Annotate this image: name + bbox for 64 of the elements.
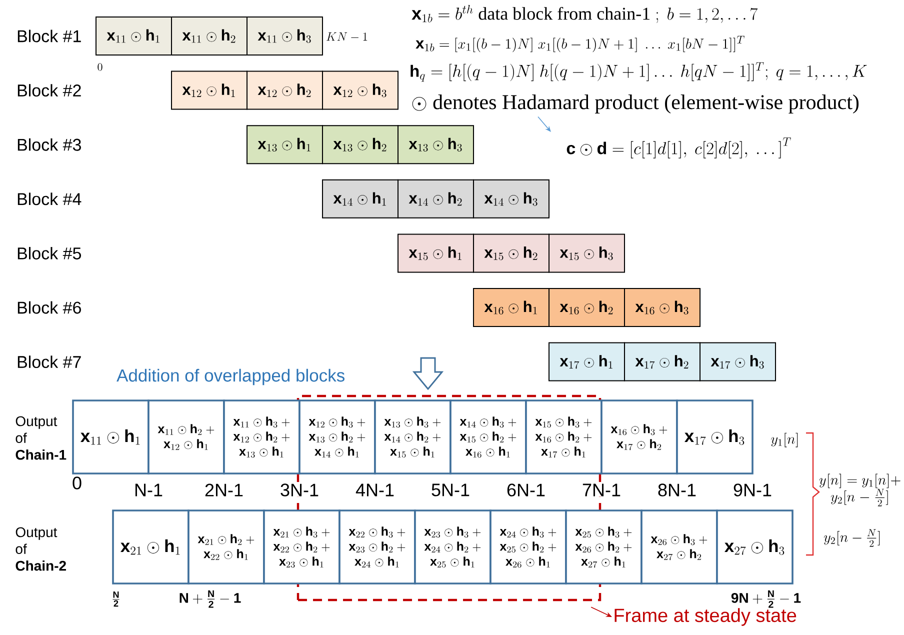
output-cell: $\mathbf{x}_{21}\odot\mathbf{h}_{3}+\mathbf{x}_{22}\odot\mathbf{h}_{2}+\mathbf{x}_{23}\odot\mathbf{h}_{1}$ xyxy=(263,510,340,584)
block-cell: $\mathbf{x}_{15}\odot\mathbf{h}_{2}$ xyxy=(473,234,550,273)
block-cell: $\mathbf{x}_{17}\odot\mathbf{h}_{1}$ xyxy=(548,342,625,382)
block-cell: $\mathbf{x}_{17}\odot\mathbf{h}_{2}$ xyxy=(624,342,700,382)
output-cell: $\mathbf{x}_{27}\odot\mathbf{h}_{3}$ xyxy=(716,510,794,584)
tick-label: 7N-1 xyxy=(582,483,622,497)
definition-formula: $\mathbf{h}_{q}=[h[(q-1)N]\ h[(q-1)N+1]\dots\ h[qN-1]]^{T};\ q=1,\dots,K$ xyxy=(410,62,867,82)
block-cell: $\mathbf{x}_{15}\odot\mathbf{h}_{1}$ xyxy=(398,234,474,273)
output-cell: $\mathbf{x}_{11}\odot\mathbf{h}_{1}$ xyxy=(72,400,150,474)
block-cell: $\mathbf{x}_{16}\odot\mathbf{h}_{2}$ xyxy=(548,288,625,327)
block-cell: $\mathbf{x}_{17}\odot\mathbf{h}_{3}$ xyxy=(700,342,776,382)
block-cell: $\mathbf{x}_{12}\odot\mathbf{h}_{2}$ xyxy=(246,70,323,110)
row-label: Output of Chain-2 xyxy=(16,527,66,571)
block-cell: $\mathbf{x}_{11}\odot\mathbf{h}_{3}$ xyxy=(246,16,323,56)
block-cell: $\mathbf{x}_{12}\odot\mathbf{h}_{1}$ xyxy=(171,70,248,110)
output-cell: $\mathbf{x}_{25}\odot\mathbf{h}_{3}+\mathbf{x}_{26}\odot\mathbf{h}_{2}+\mathbf{x}_{27}\odot\mathbf{h}_{1}$ xyxy=(565,510,642,584)
block-cell: $\mathbf{x}_{14}\odot\mathbf{h}_{1}$ xyxy=(322,179,398,218)
definition-text: $\odot\text{ denotes Hadamard product (element-wise product)}$ xyxy=(412,94,859,114)
example-formula: $\mathbf{c}\odot\mathbf{d}=\left[c[1]d[1],\ c[2]d[2],\ \dots\right]^{T}$ xyxy=(566,138,791,158)
output-cell: $\mathbf{x}_{11}\odot\mathbf{h}_{2}+\mathbf{x}_{12}\odot\mathbf{h}_{1}$ xyxy=(148,400,225,474)
row-label: Block #3 xyxy=(18,138,81,151)
tick-label: $\mathbf{9N}+\frac{\mathbf{N}}{\mathbf{2}}-\mathbf{1}$ xyxy=(731,590,801,608)
tick-label: 5N-1 xyxy=(430,483,471,497)
output-cell: $\mathbf{x}_{17}\odot\mathbf{h}_{3}$ xyxy=(676,400,754,474)
frame-caption: Frame at steady state xyxy=(614,608,796,626)
tick-label: N-1 xyxy=(134,483,164,497)
block-cell: $\mathbf{x}_{13}\odot\mathbf{h}_{2}$ xyxy=(322,125,398,164)
section-heading: Addition of overlapped blocks xyxy=(116,368,344,386)
tick-label: 6N-1 xyxy=(506,483,546,497)
tick-label: 4N-1 xyxy=(355,483,395,497)
tick-label: 8N-1 xyxy=(657,483,698,497)
row-label: Block #4 xyxy=(18,192,82,206)
block-cell: $\mathbf{x}_{16}\odot\mathbf{h}_{3}$ xyxy=(624,288,700,327)
block-cell: $\mathbf{x}_{13}\odot\mathbf{h}_{3}$ xyxy=(398,125,474,164)
signal-label: $y_1[n]$ xyxy=(771,432,798,448)
row-label: Block #5 xyxy=(18,246,81,260)
block-cell: $\mathbf{x}_{12}\odot\mathbf{h}_{3}$ xyxy=(322,70,398,110)
block-cell: $\mathbf{x}_{14}\odot\mathbf{h}_{3}$ xyxy=(473,179,550,218)
output-cell: $\mathbf{x}_{21}\odot\mathbf{h}_{1}$ xyxy=(112,510,190,584)
output-cell: $\mathbf{x}_{26}\odot\mathbf{h}_{3}+\mathbf{x}_{27}\odot\mathbf{h}_{2}$ xyxy=(640,510,718,584)
index-label: $KN-1$ xyxy=(326,32,368,41)
output-cell: $\mathbf{x}_{16}\odot\mathbf{h}_{3}+\mathbf{x}_{17}\odot\mathbf{h}_{2}$ xyxy=(600,400,678,474)
signal-label: $y_2[n-\frac{N}{2}]$ xyxy=(824,529,880,547)
tick-label: 3N-1 xyxy=(280,483,320,497)
block-cell: $\mathbf{x}_{13}\odot\mathbf{h}_{1}$ xyxy=(246,125,323,164)
tick-label: 0 xyxy=(72,476,82,490)
output-cell: $\mathbf{x}_{21}\odot\mathbf{h}_{2}+\mathbf{x}_{22}\odot\mathbf{h}_{1}$ xyxy=(188,510,265,584)
row-label: Block #2 xyxy=(18,84,81,97)
sum-formula: $y[n]=y_1[n]+y_2[n-\frac{N}{2}]$ xyxy=(819,474,900,506)
block-cell: $\mathbf{x}_{11}\odot\mathbf{h}_{1}$ xyxy=(96,16,172,56)
block-cell: $\mathbf{x}_{15}\odot\mathbf{h}_{3}$ xyxy=(548,234,625,273)
tick-label: 2N-1 xyxy=(204,483,244,497)
tick-label: $\mathbf{N}+\frac{\mathbf{N}}{\mathbf{2}}-\mathbf{1}$ xyxy=(180,590,241,608)
row-label: Block #6 xyxy=(18,301,81,314)
index-label: $0$ xyxy=(98,63,102,71)
arrow xyxy=(538,116,551,132)
block-cell: $\mathbf{x}_{11}\odot\mathbf{h}_{2}$ xyxy=(171,16,248,56)
output-cell: $\mathbf{x}_{11}\odot\mathbf{h}_{3}+\mathbf{x}_{12}\odot\mathbf{h}_{2}+\mathbf{x}_{13}\odot\mathbf{h}_{1}$ xyxy=(223,400,300,474)
block-cell: $\mathbf{x}_{14}\odot\mathbf{h}_{2}$ xyxy=(398,179,474,218)
block-cell: $\mathbf{x}_{16}\odot\mathbf{h}_{1}$ xyxy=(473,288,550,327)
tick-label: 9N-1 xyxy=(732,483,773,497)
row-label: Block #7 xyxy=(18,356,81,368)
definition-formula: $\mathbf{x}_{1b}=b^{th}\text{ data block from chain-1 };\ b=1,2,\dots 7$ xyxy=(412,5,758,23)
definition-formula: $\mathbf{x}_{1b}=[x_1[(b-1)N]\ x_1[(b-1)N+1]\ \dots\ x_1[bN-1]]^{T}$ xyxy=(416,36,744,52)
